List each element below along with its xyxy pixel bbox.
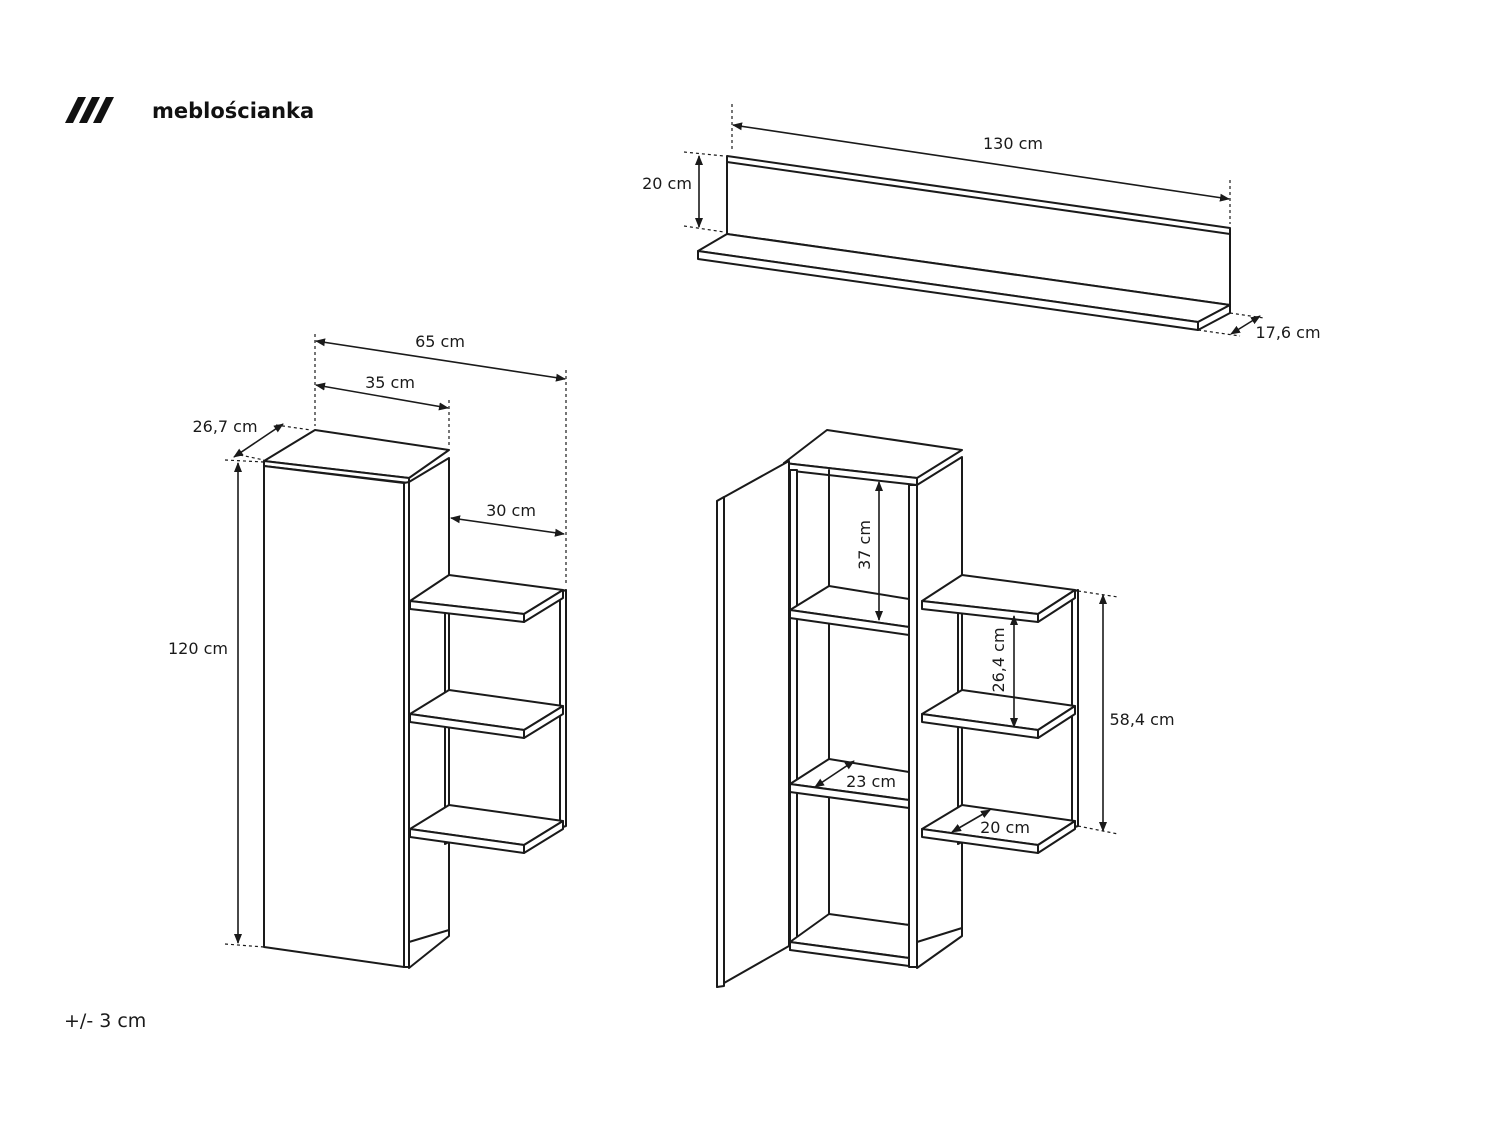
side-unit-height-label: 58,4 cm [1109, 710, 1174, 729]
side-shelf-width-label: 30 cm [486, 501, 536, 520]
brand-logo-icon [65, 97, 114, 123]
shelf-depth-label: 17,6 cm [1255, 323, 1320, 342]
cabinet-open-dimensions [814, 481, 1119, 835]
wall-shelf [697, 155, 1231, 331]
cabinet-total-width-label: 65 cm [415, 332, 465, 351]
shelf-height-label: 20 cm [642, 174, 692, 193]
side-shelf-depth-label: 20 cm [980, 818, 1030, 837]
inner-shelf-depth-label: 23 cm [846, 772, 896, 791]
cabinet-open [716, 429, 1079, 988]
brand-name: meblościanka [152, 99, 314, 123]
side-shelf-spacing-label: 26,4 cm [989, 627, 1008, 692]
cabinet-body-width-label: 35 cm [365, 373, 415, 392]
cabinet-height-label: 120 cm [168, 639, 228, 658]
inner-top-height-label: 37 cm [855, 520, 874, 570]
tolerance-note: +/- 3 cm [64, 1010, 146, 1032]
shelf-dimensions [683, 104, 1265, 337]
cabinet-closed [263, 429, 567, 969]
cabinet-closed-dimensions [224, 334, 567, 948]
cabinet-depth-label: 26,7 cm [192, 417, 257, 436]
shelf-length-label: 130 cm [983, 134, 1043, 153]
